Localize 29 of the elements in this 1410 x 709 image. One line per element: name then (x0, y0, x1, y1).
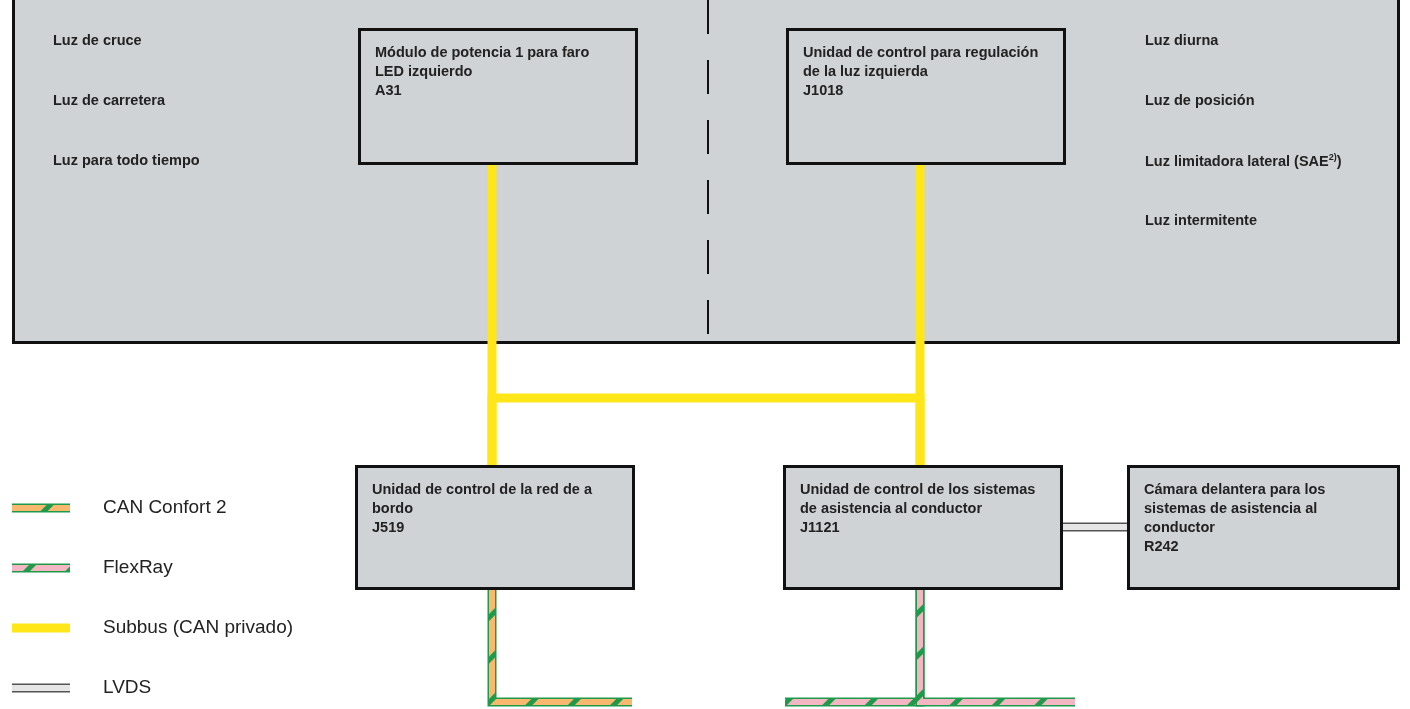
unit-code: J1018 (803, 81, 845, 100)
unit-code: J519 (372, 518, 406, 537)
legend-label: FlexRay (103, 556, 173, 578)
unit-code: R242 (1144, 537, 1180, 556)
light-function-label: Luz para todo tiempo (53, 152, 200, 168)
control-unit-box (1127, 465, 1400, 590)
unit-code: J1121 (800, 518, 841, 537)
unit-code: A31 (375, 81, 403, 100)
light-function-label: Luz diurna (1145, 32, 1219, 48)
unit-name: Cámara delantera para los sistemas de asistencia al conductor (1144, 480, 1327, 537)
unit-name: Módulo de potencia 1 para faro LED izquierdo (375, 43, 591, 81)
unit-name: Unidad de control para regulación de la luz izquierda (803, 43, 1040, 81)
control-unit-box (786, 28, 1066, 165)
bus-line (487, 393, 925, 465)
legend-label: LVDS (103, 676, 152, 698)
unit-name: Unidad de control de la red de a bordo (372, 480, 593, 518)
light-function-label: Luz de cruce (53, 32, 142, 48)
unit-name: Unidad de control de los sistemas de asistencia al conductor (800, 480, 1037, 518)
headlight-panel (12, 0, 1400, 344)
control-unit-box (358, 28, 638, 165)
light-function-label: Luz de posición (1145, 92, 1255, 108)
light-function-label: Luz de carretera (53, 92, 166, 108)
legend-label: CAN Confort 2 (103, 496, 227, 518)
light-function-label: Luz limitadora lateral (SAE$^{2)}$) (1145, 152, 1342, 169)
control-unit-box (783, 465, 1063, 590)
bus-line (1063, 524, 1127, 530)
light-function-label: Luz intermitente (1145, 212, 1257, 228)
control-unit-box (355, 465, 635, 590)
legend-label: Subbus (CAN privado) (103, 616, 294, 638)
